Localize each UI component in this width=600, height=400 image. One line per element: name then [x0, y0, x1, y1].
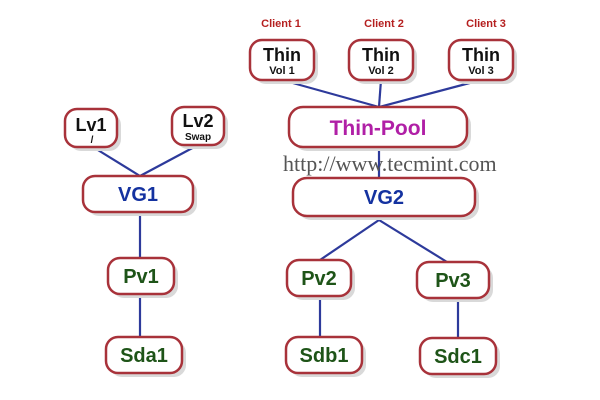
thin-volume-2-label: Thin	[362, 45, 400, 65]
vg1-box	[81, 174, 195, 214]
thin-volume-3: Thin Vol 3	[447, 38, 517, 84]
thin-volume-2-sub: Vol 2	[368, 65, 393, 77]
client-labels: Client 1 Client 2 Client 3	[261, 18, 506, 30]
vg1-label: VG1	[118, 184, 158, 206]
thin-volume-1-sub: Vol 1	[269, 65, 294, 77]
physical-volume-pv3: Pv3	[415, 260, 493, 302]
lv1-label: Lv1	[75, 115, 106, 135]
client-label-2: Client 2	[364, 18, 404, 30]
sda1-label: Sda1	[120, 345, 168, 367]
logical-volume-lv1: Lv1 /	[63, 107, 121, 151]
thin-volume-3-label: Thin	[462, 45, 500, 65]
sdc1-label: Sdc1	[434, 346, 482, 368]
connector-lv1-vg1	[92, 146, 141, 177]
thin-volume-3-box	[447, 38, 515, 82]
connector-vg2-pv2	[319, 219, 380, 261]
disk-sdc1: Sdc1	[418, 336, 500, 378]
pv1-box	[106, 256, 176, 296]
lv2-box	[170, 105, 226, 147]
lv1-sub: /	[91, 135, 94, 146]
physical-volume-pv2: Pv2	[285, 258, 355, 300]
lv2-sub: Swap	[185, 132, 211, 143]
watermark-text: http://www.tecmint.com	[283, 151, 497, 176]
volume-group-vg2: VG2	[291, 176, 479, 220]
connector-thinvol3-pool	[378, 78, 482, 109]
connector-lv2-vg1	[139, 144, 199, 177]
physical-volume-pv1: Pv1	[106, 256, 178, 298]
thin-pool: Thin-Pool	[287, 105, 471, 151]
vg2-box	[291, 176, 477, 218]
connector-thinvol1-pool	[281, 78, 380, 109]
disk-sdb1: Sdb1	[284, 335, 366, 377]
thin-volume-1-box	[248, 38, 316, 82]
thin-volume-2-box	[347, 38, 415, 82]
client-label-3: Client 3	[466, 18, 506, 30]
logical-volume-lv2: Lv2 Swap	[170, 105, 228, 149]
lv2-label: Lv2	[182, 111, 213, 131]
disk-sda1: Sda1	[104, 335, 186, 377]
client-label-1: Client 1	[261, 18, 301, 30]
thin-volume-2: Thin Vol 2	[347, 38, 417, 84]
connector-vg2-pv3	[378, 219, 448, 263]
pv1-label: Pv1	[123, 266, 159, 288]
sdb1-label: Sdb1	[300, 345, 349, 367]
pv3-box	[415, 260, 491, 300]
thin-volume-1-label: Thin	[263, 45, 301, 65]
pv2-box	[285, 258, 353, 298]
thin-volume-3-sub: Vol 3	[468, 65, 493, 77]
pv2-label: Pv2	[301, 268, 337, 290]
sdc1-box	[418, 336, 498, 376]
connectors	[92, 78, 482, 338]
pv3-label: Pv3	[435, 270, 471, 292]
lv1-box	[63, 107, 119, 149]
vg2-label: VG2	[364, 187, 404, 209]
sda1-box	[104, 335, 184, 375]
connector-thinvol2-pool	[377, 79, 383, 108]
volume-group-vg1: VG1	[81, 174, 197, 216]
thin-volume-1: Thin Vol 1	[248, 38, 318, 84]
sdb1-box	[284, 335, 364, 375]
thin-pool-box	[287, 105, 469, 149]
thin-pool-label: Thin-Pool	[330, 117, 427, 140]
